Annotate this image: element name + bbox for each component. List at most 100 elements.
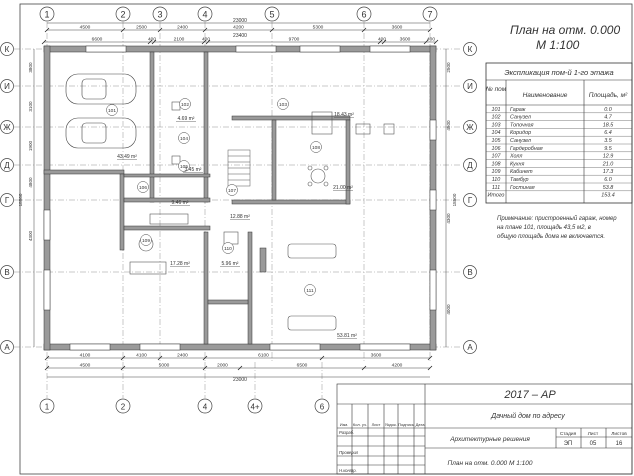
stamp-code: 2017 – АР [503,389,556,401]
wall-108-south [231,199,351,205]
dim-right-overall: 18500 [452,193,457,206]
dim-bottom-1: 4100 [80,353,91,359]
room-number-circle [277,98,289,110]
axis-label-left: Д [4,161,10,170]
axis-bubble [0,193,14,207]
dining-table-icon [310,168,326,184]
axis-label-right: В [467,268,472,277]
dim-top-1: 4500 [80,25,91,31]
axis-bubble [0,42,14,56]
column-icon [383,123,395,135]
dim-bottom-1: 3600 [371,353,382,359]
dim-top-2: 400 [378,37,386,43]
wall-column [259,247,267,273]
wall-108-north [231,115,351,121]
axis-label-left: К [5,45,10,54]
axis-bubble [314,398,330,414]
explication-row-name: Гараж [510,107,526,113]
stamp-row-label: Н.контр. [339,468,357,473]
axis-label-left: В [4,268,9,277]
stamp-row-label: Разраб. [339,430,354,435]
room-area: 53.81 m² [337,333,357,339]
room-number-circle [226,184,238,196]
dim-left-overall: 18860 [18,193,23,206]
wall-garage-south [43,169,125,175]
explication-note-3: общую площадь дома не включается. [497,234,605,240]
room-number: 105 [180,164,188,170]
axis-label-right: А [467,343,473,352]
axis-bubble [463,79,477,93]
axis-bubble [0,79,14,93]
car-icon [65,73,137,105]
dim-left: 1900 [28,140,33,151]
axis-label-bottom: 4+ [250,403,259,412]
stamp-stage-header: Стадия [560,431,577,437]
axis-bubble [463,265,477,279]
dim-top-2: 9700 [289,37,300,43]
dim-bottom-1: 4100 [136,353,147,359]
explication-note-1: Примечание: пристроенный гараж, номер [497,215,617,222]
room-number-circle [310,141,322,153]
dim-top-2: 2100 [174,37,185,43]
dim-top-2: 6600 [92,37,103,43]
overall-dim-top: 23000 [233,18,247,24]
room-area: 12.88 m² [230,214,250,220]
dim-right: 4500 [446,120,451,131]
sheet-frame [19,3,633,475]
axis-bubble [39,398,55,414]
dim-top-2: 400 [427,37,435,43]
wall-axis4 [203,51,209,203]
explication-header-no: № пом [486,86,507,93]
explication-row-no: 107 [492,154,502,160]
explication-row-name: Топочная [510,122,534,128]
car-window [81,78,107,100]
axis-bubble [463,193,477,207]
axis-label-top: 3 [157,10,162,20]
dim-left: 4300 [28,230,33,241]
dim-bottom-2: 4500 [80,363,91,369]
axis-bubble [152,6,168,22]
desk-icon [149,213,189,225]
room-number-circle [178,132,190,144]
room-number: 103 [279,102,287,108]
room-area: 18.43 m² [334,112,354,118]
explication-row-area: 18.5 [603,122,614,128]
explication-row-name: Санузел [510,115,531,121]
walls [43,45,437,351]
axis-label-left: А [4,343,10,352]
windows [43,45,437,351]
room-number: 102 [181,102,189,108]
dim-top-1: 4200 [233,25,244,31]
explication-row-area: 9.5 [604,146,612,152]
furniture [129,101,395,331]
stamp-sheet-header: Лист [588,431,599,437]
dim-bottom-1: 2400 [177,353,188,359]
stamp-sheet-title: План на отм. 0.000 М 1:100 [448,460,533,467]
stamp-col-label: Кол. уч. [353,422,367,427]
axis-label-bottom: 2 [121,403,126,412]
sofa-icon [287,315,337,331]
axis-label-right: Д [467,161,473,170]
axis-label-right: К [468,45,473,54]
overall-dim-top2: 23400 [233,33,247,39]
dim-top-2: 3600 [400,37,411,43]
wall-garage-east [149,51,155,203]
room-area: 3.45 m² [185,167,202,173]
explication-row-no: 102 [492,115,501,121]
plan-scale: М 1:100 [536,38,580,52]
room-area: 9.46 m² [172,200,189,206]
axis-label-right: Г [468,196,473,205]
room-area: 17.28 m² [170,261,190,267]
axis-label-top: 2 [120,10,125,20]
stamp-stage: ЭП [564,441,573,447]
axis-bubble [197,6,213,22]
room-number: 110 [224,246,232,252]
dim-bottom-2: 2000 [217,363,228,369]
room-number-circle [304,284,316,296]
wall-106-north [123,173,211,178]
axis-bubble [463,42,477,56]
wall-110-east [247,231,253,345]
explication-title: Экспликация пом-й 1-го этажа [504,68,613,77]
explication-row-name: Тамбур [510,177,528,183]
stair [227,149,251,187]
